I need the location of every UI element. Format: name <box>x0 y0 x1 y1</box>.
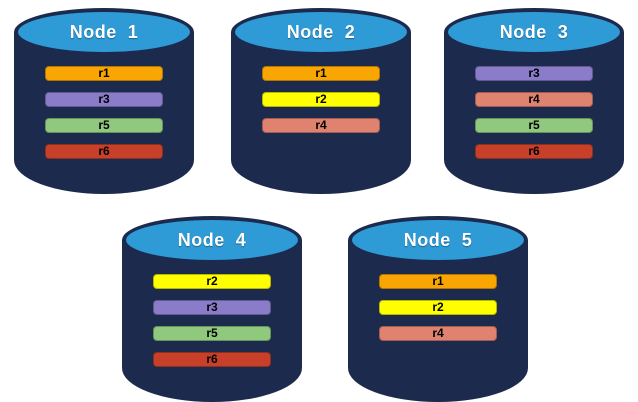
replica-label: r5 <box>528 118 540 132</box>
replica-bar-r5: r5 <box>45 118 163 133</box>
cylinder-body <box>122 240 302 402</box>
replica-label: r6 <box>528 144 540 158</box>
cylinder-body <box>14 32 194 194</box>
database-node-3: Node 3 r3 r4 r5 r6 <box>444 8 624 194</box>
database-node-1: Node 1 r1 r3 r5 r6 <box>14 8 194 194</box>
replica-list: r1 r2 r4 <box>262 66 380 133</box>
replica-label: r6 <box>206 352 218 366</box>
replica-bar-r4: r4 <box>475 92 593 107</box>
replica-bar-r1: r1 <box>379 274 497 289</box>
cylinder-body <box>231 32 411 194</box>
replica-bar-r1: r1 <box>262 66 380 81</box>
replica-bar-r3: r3 <box>153 300 271 315</box>
replica-bar-r5: r5 <box>475 118 593 133</box>
replica-bar-r6: r6 <box>153 352 271 367</box>
node-label: Node 5 <box>403 229 473 250</box>
replica-bar-r2: r2 <box>262 92 380 107</box>
replica-list: r3 r4 r5 r6 <box>475 66 593 159</box>
replica-label: r4 <box>528 92 540 106</box>
replica-label: r3 <box>206 300 218 314</box>
cylinder-top: Node 5 <box>348 216 528 264</box>
replica-bar-r3: r3 <box>475 66 593 81</box>
replica-list: r1 r2 r4 <box>379 274 497 341</box>
replica-bar-r6: r6 <box>475 144 593 159</box>
cylinder-top: Node 1 <box>14 8 194 56</box>
replica-list: r1 r3 r5 r6 <box>45 66 163 159</box>
replica-bar-r1: r1 <box>45 66 163 81</box>
replica-label: r3 <box>98 92 110 106</box>
replica-bar-r6: r6 <box>45 144 163 159</box>
replica-bar-r3: r3 <box>45 92 163 107</box>
replica-label: r5 <box>206 326 218 340</box>
replica-bar-r5: r5 <box>153 326 271 341</box>
cylinder-top: Node 3 <box>444 8 624 56</box>
node-label: Node 2 <box>286 21 356 42</box>
cylinder-body <box>348 240 528 402</box>
replica-label: r6 <box>98 144 110 158</box>
cylinder-body <box>444 32 624 194</box>
replica-bar-r2: r2 <box>379 300 497 315</box>
replica-bar-r4: r4 <box>379 326 497 341</box>
node-label: Node 1 <box>69 21 139 42</box>
replica-bar-r4: r4 <box>262 118 380 133</box>
replica-label: r4 <box>432 326 444 340</box>
replica-label: r5 <box>98 118 110 132</box>
node-label: Node 3 <box>499 21 569 42</box>
replica-label: r1 <box>315 66 327 80</box>
replica-bar-r2: r2 <box>153 274 271 289</box>
cylinder-top: Node 4 <box>122 216 302 264</box>
replica-label: r4 <box>315 118 327 132</box>
replica-label: r2 <box>206 274 218 288</box>
node-label: Node 4 <box>177 229 247 250</box>
replica-list: r2 r3 r5 r6 <box>153 274 271 367</box>
replica-label: r3 <box>528 66 540 80</box>
database-node-5: Node 5 r1 r2 r4 <box>348 216 528 402</box>
replica-label: r2 <box>432 300 444 314</box>
database-node-4: Node 4 r2 r3 r5 r6 <box>122 216 302 402</box>
database-node-2: Node 2 r1 r2 r4 <box>231 8 411 194</box>
replica-label: r1 <box>432 274 444 288</box>
cylinder-top: Node 2 <box>231 8 411 56</box>
replica-label: r1 <box>98 66 110 80</box>
replica-label: r2 <box>315 92 327 106</box>
